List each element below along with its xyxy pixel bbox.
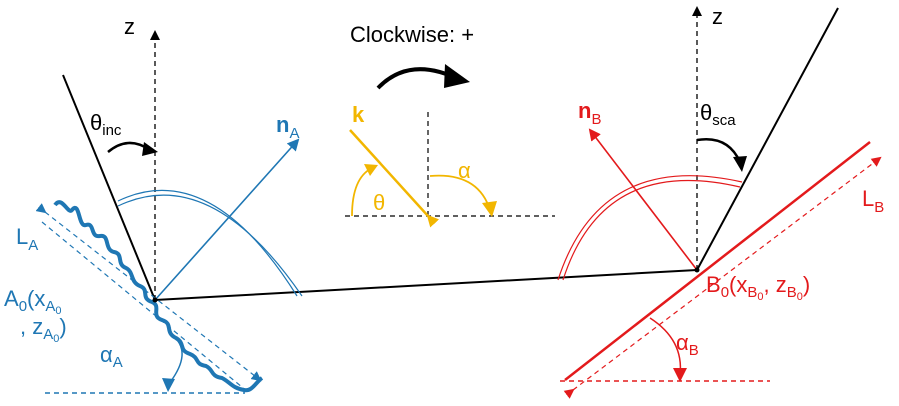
a0-coordinates-label: A0(xA0 bbox=[4, 286, 62, 317]
theta-sca-arrow-head bbox=[733, 156, 747, 172]
wave-vector-k bbox=[349, 129, 440, 228]
inset-theta-label: θ bbox=[373, 190, 385, 215]
alpha-a-label: αA bbox=[100, 342, 123, 371]
theta-sca-label: θsca bbox=[700, 100, 736, 129]
inset-theta-arc bbox=[351, 167, 373, 217]
alpha-a-arrow-head bbox=[162, 378, 175, 392]
la-dash-lower bbox=[41, 221, 249, 393]
point-b0 bbox=[694, 267, 700, 273]
normal-vector-a bbox=[154, 138, 300, 301]
theta-sca-arc bbox=[696, 138, 742, 163]
z-label-left: z bbox=[124, 14, 135, 39]
normal-a-label: nA bbox=[276, 112, 299, 142]
clockwise-label: Clockwise: + bbox=[350, 22, 474, 47]
scattered-ray bbox=[696, 7, 839, 271]
wave-vector-k-label: k bbox=[352, 102, 365, 127]
normal-vector-b bbox=[588, 128, 698, 271]
z-label-right: z bbox=[712, 4, 723, 29]
inset-alpha-label: α bbox=[458, 158, 471, 183]
theta-inc-label: θinc bbox=[90, 110, 122, 139]
a0-coordinates-label-2: , zA0) bbox=[20, 314, 67, 345]
normal-arc-b bbox=[557, 175, 743, 281]
b0-coordinates-label: B0(xB0, zB0) bbox=[706, 272, 810, 303]
lb-dash bbox=[563, 156, 882, 399]
la-label: LA bbox=[16, 224, 38, 254]
alpha-b-label: αB bbox=[676, 330, 699, 359]
point-a0 bbox=[152, 297, 158, 303]
incident-ray bbox=[62, 74, 156, 301]
lb-label: LB bbox=[862, 186, 884, 216]
normal-arc-a-inner bbox=[117, 189, 298, 297]
normal-arc-a bbox=[117, 194, 303, 297]
inset-alpha-arrow-head bbox=[482, 201, 497, 217]
clockwise-arrow-head bbox=[444, 64, 470, 88]
connecting-line bbox=[154, 269, 698, 301]
normal-arc-b-inner bbox=[562, 179, 741, 281]
inset-theta-arrow-head bbox=[364, 164, 378, 176]
la-dash-upper bbox=[35, 203, 262, 382]
normal-b-label: nB bbox=[578, 98, 601, 128]
theta-inc-arrow-head bbox=[142, 142, 158, 156]
alpha-b-arrow-head bbox=[673, 368, 687, 382]
